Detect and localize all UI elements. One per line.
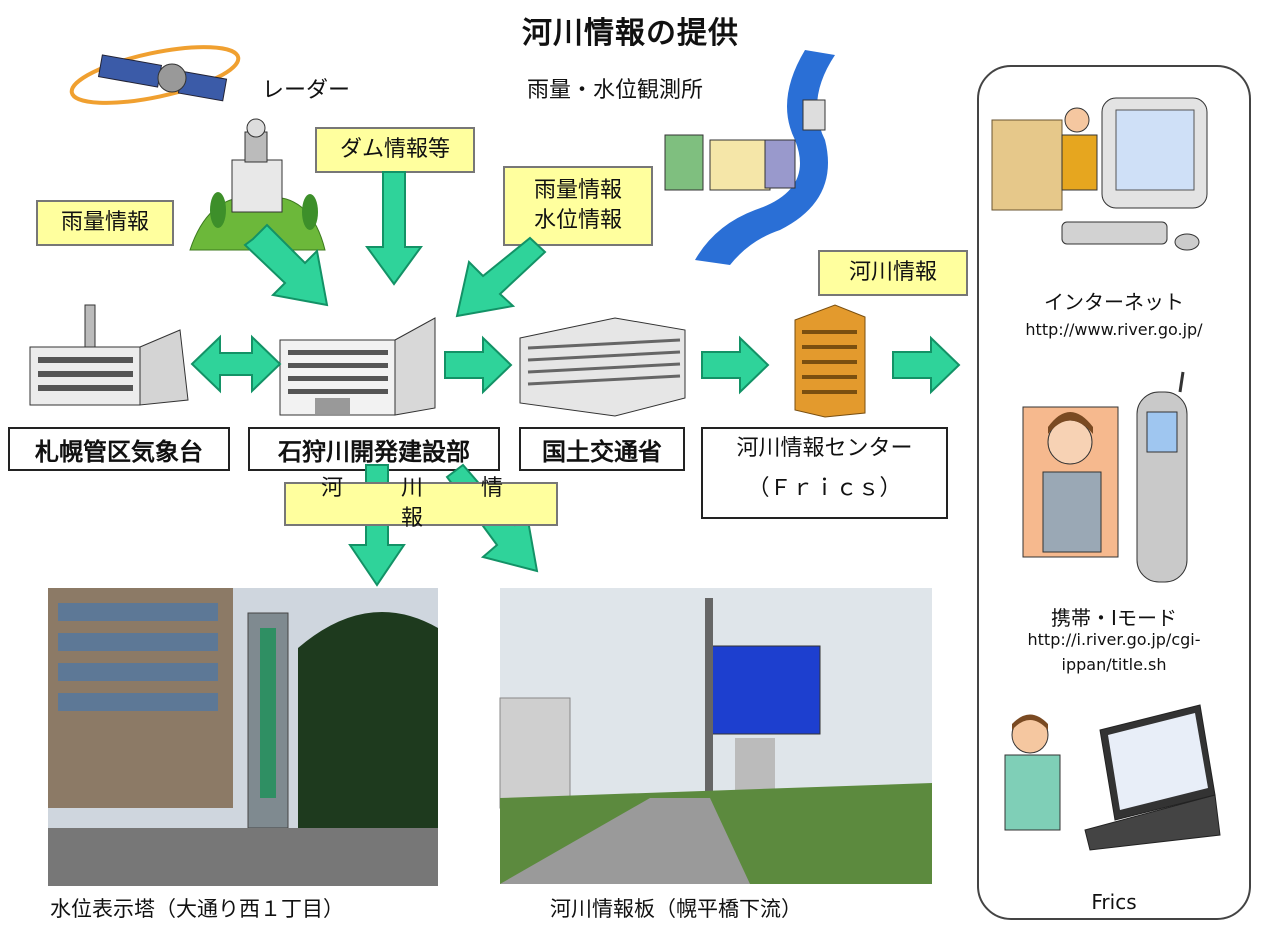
mobile-url-line-1: http://i.river.go.jp/cgi- <box>1027 630 1201 649</box>
arrow-from-dam <box>365 171 423 286</box>
satellite-illustration <box>69 45 241 105</box>
frics-center-building <box>794 304 866 418</box>
internet-label: インターネット <box>1044 290 1184 314</box>
arrow-to-frics <box>701 335 770 395</box>
frics-user-illustration <box>1004 704 1221 851</box>
frics-center-abbrev: （Ｆｒｉｃｓ） <box>747 476 902 501</box>
ishikari-building <box>279 317 436 416</box>
radar-station-illustration <box>189 118 326 251</box>
internet-user-illustration <box>991 97 1208 251</box>
rain-water-info-box: 雨量情報 水位情報 <box>503 166 653 246</box>
diagram-title: 河川情報の提供 <box>522 16 739 51</box>
mlit-label: 国土交通省 <box>519 427 685 471</box>
mobile-url[interactable]: http://i.river.go.jp/cgi- ippan/title.sh <box>980 628 1248 678</box>
mlit-building <box>519 317 686 417</box>
rain-info-text: 雨量情報 <box>533 178 622 204</box>
internet-url[interactable]: http://www.river.go.jp/ <box>1025 320 1203 339</box>
water-tower-caption: 水位表示塔（大通り西１丁目） <box>50 897 344 921</box>
mobile-label: 携帯・Iモード <box>1051 606 1177 630</box>
water-tower-photo <box>48 588 438 886</box>
river-info-box: 河川情報 <box>818 250 968 296</box>
ishikari-dept-label: 石狩川開発建設部 <box>248 427 500 471</box>
gauge-station-illustration <box>664 50 835 265</box>
frics-center-name: 河川情報センター <box>736 436 913 461</box>
arrow-from-gauge <box>455 236 547 318</box>
river-board-photo <box>499 588 932 884</box>
bidirectional-arrow <box>190 334 282 394</box>
dam-info-box: ダム情報等 <box>315 127 475 173</box>
weather-office-building <box>29 304 189 406</box>
mobile-url-line-2: ippan/title.sh <box>1061 654 1167 674</box>
arrow-from-radar <box>243 223 329 307</box>
frics-center-label: 河川情報センター （Ｆｒｉｃｓ） <box>701 427 948 519</box>
radar-label: レーダー <box>262 78 351 103</box>
arrow-to-mlit <box>444 335 513 395</box>
mobile-user-illustration <box>1022 371 1188 583</box>
frics-label: Frics <box>1091 890 1137 914</box>
gauge-station-label: 雨量・水位観測所 <box>527 78 704 103</box>
arrow-to-panel <box>892 335 961 395</box>
rainfall-info-box: 雨量情報 <box>36 200 174 246</box>
river-info-bottom-box: 河 川 情 報 <box>284 476 558 531</box>
water-level-info-text: 水位情報 <box>533 208 622 233</box>
river-board-caption: 河川情報板（幌平橋下流） <box>550 897 802 921</box>
weather-office-label: 札幌管区気象台 <box>8 427 230 471</box>
